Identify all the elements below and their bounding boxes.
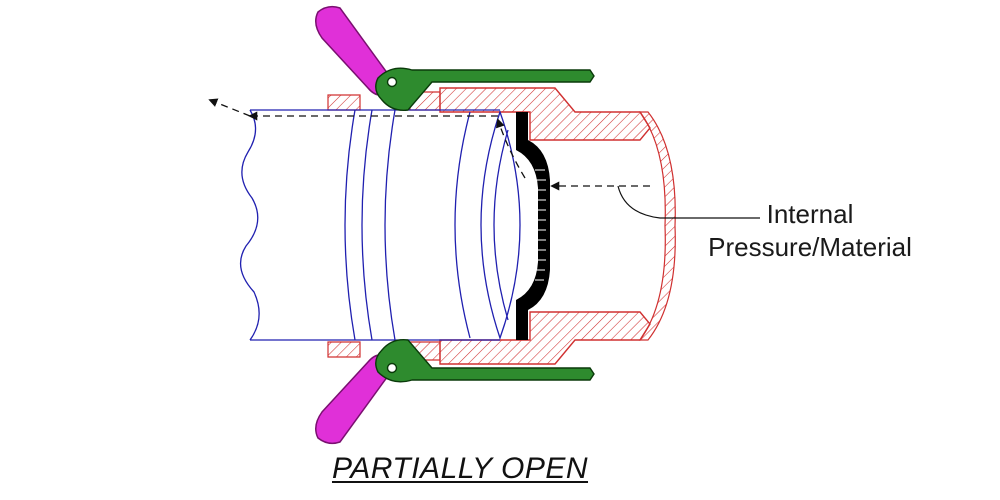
diagram-caption: PARTIALLY OPEN: [331, 452, 589, 485]
coupler-rim-left-lower: [327, 341, 361, 358]
callout-line-2: Pressure/Material: [708, 232, 912, 262]
face-ellipse-inner-2: [493, 129, 509, 321]
male-adapter: [239, 109, 521, 341]
cam-lever-upper: [375, 67, 595, 111]
groove-ring-1: [344, 109, 356, 341]
flow-arrow-icon: [208, 98, 251, 117]
cam-levers: [375, 67, 595, 383]
cam-lever-lower: [375, 339, 595, 383]
coupler-lower-wall: [439, 311, 651, 365]
gasket-ribs: [535, 169, 546, 281]
gasket-seal: [516, 112, 550, 340]
callout-leader-line: [617, 185, 760, 219]
cam-lever-pivot-icon: [386, 76, 398, 88]
callout-line-1: Internal: [766, 199, 854, 229]
face-ellipse-inner-1: [480, 110, 521, 340]
coupler-outlet-upper: [638, 111, 676, 341]
coupler-body: [327, 87, 676, 365]
flow-arrow-icon: [495, 118, 526, 179]
pipe-outline: [239, 109, 500, 341]
groove-ring-2: [361, 109, 373, 341]
cam-arms: [315, 5, 393, 445]
coupler-rim-left-upper: [327, 94, 361, 111]
coupler-upper-wall: [439, 87, 651, 141]
gasket: [516, 112, 550, 340]
face-ellipse-outer: [454, 111, 471, 339]
groove-ring-3: [384, 109, 396, 341]
internal-pressure-label: Internal Pressure/Material: [700, 198, 920, 264]
cam-lever-pivot-icon: [386, 362, 398, 374]
flow-path: [208, 98, 650, 191]
